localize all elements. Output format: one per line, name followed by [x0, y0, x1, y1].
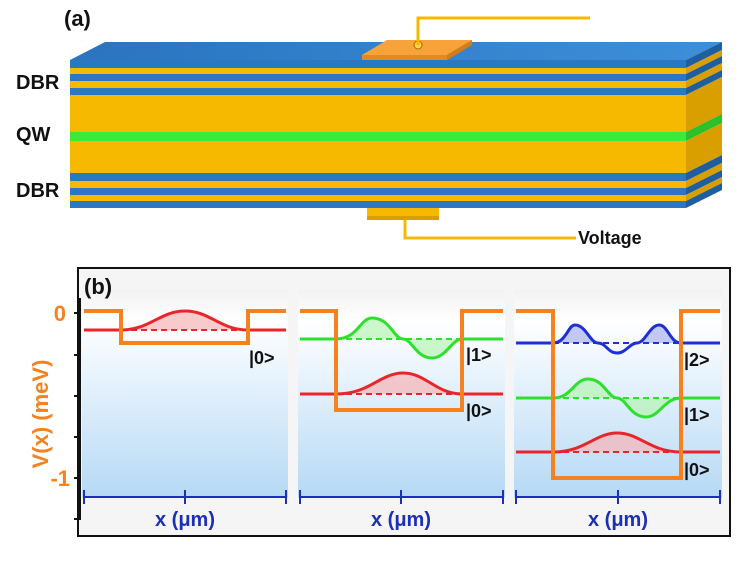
state-0-label: |0> — [249, 348, 275, 368]
state-0-fill — [553, 433, 681, 452]
front-face — [70, 60, 686, 208]
x-axis-label: x (μm) — [155, 509, 215, 531]
state-0-label: |0> — [684, 460, 710, 480]
top-contact — [362, 16, 590, 60]
y-tick-neg1: -1 — [50, 466, 70, 491]
state-0-fill — [336, 373, 462, 394]
potential-well — [84, 309, 286, 345]
dbr-top-label: DBR — [16, 72, 60, 94]
side-face — [686, 42, 722, 208]
state-0-wave — [300, 371, 503, 396]
state-0-label: |0> — [466, 401, 492, 421]
y-axis-label: V(x) (meV) — [28, 360, 53, 469]
potential-well — [516, 309, 720, 480]
quantum-well-plots: (b) 0 -1 V(x) (meV) |0> x (μm) |1> |0> — [28, 267, 731, 537]
microcavity-diagram — [70, 16, 722, 240]
state-2-label: |2> — [684, 350, 710, 370]
bottom-contact — [367, 208, 576, 240]
potential-well — [300, 309, 503, 412]
voltage-label: Voltage — [578, 228, 642, 248]
x-axis-label: x (μm) — [371, 509, 431, 531]
state-1-wave — [300, 316, 503, 360]
state-0-wave — [516, 431, 720, 454]
plot-3-bg — [514, 290, 722, 498]
state-1-label: |1> — [466, 345, 492, 365]
plot-3: |2> |1> |0> x (μm) — [515, 309, 721, 531]
plot-2: |1> |0> x (μm) — [299, 309, 504, 531]
state-2-wave — [516, 323, 720, 355]
state-1-label: |1> — [684, 405, 710, 425]
state-2-fill — [553, 325, 681, 343]
x-axis-label: x (μm) — [588, 509, 648, 531]
plot-1: |0> x (μm) — [83, 309, 287, 531]
panel-a-label: (a) — [64, 6, 91, 31]
qw-label: QW — [16, 124, 51, 146]
state-0-fill — [121, 311, 248, 330]
y-tick-0: 0 — [54, 301, 66, 326]
y-axis — [74, 298, 81, 520]
state-0-wave — [84, 309, 286, 332]
dbr-bottom-label: DBR — [16, 180, 60, 202]
panel-b-label: (b) — [84, 274, 112, 299]
